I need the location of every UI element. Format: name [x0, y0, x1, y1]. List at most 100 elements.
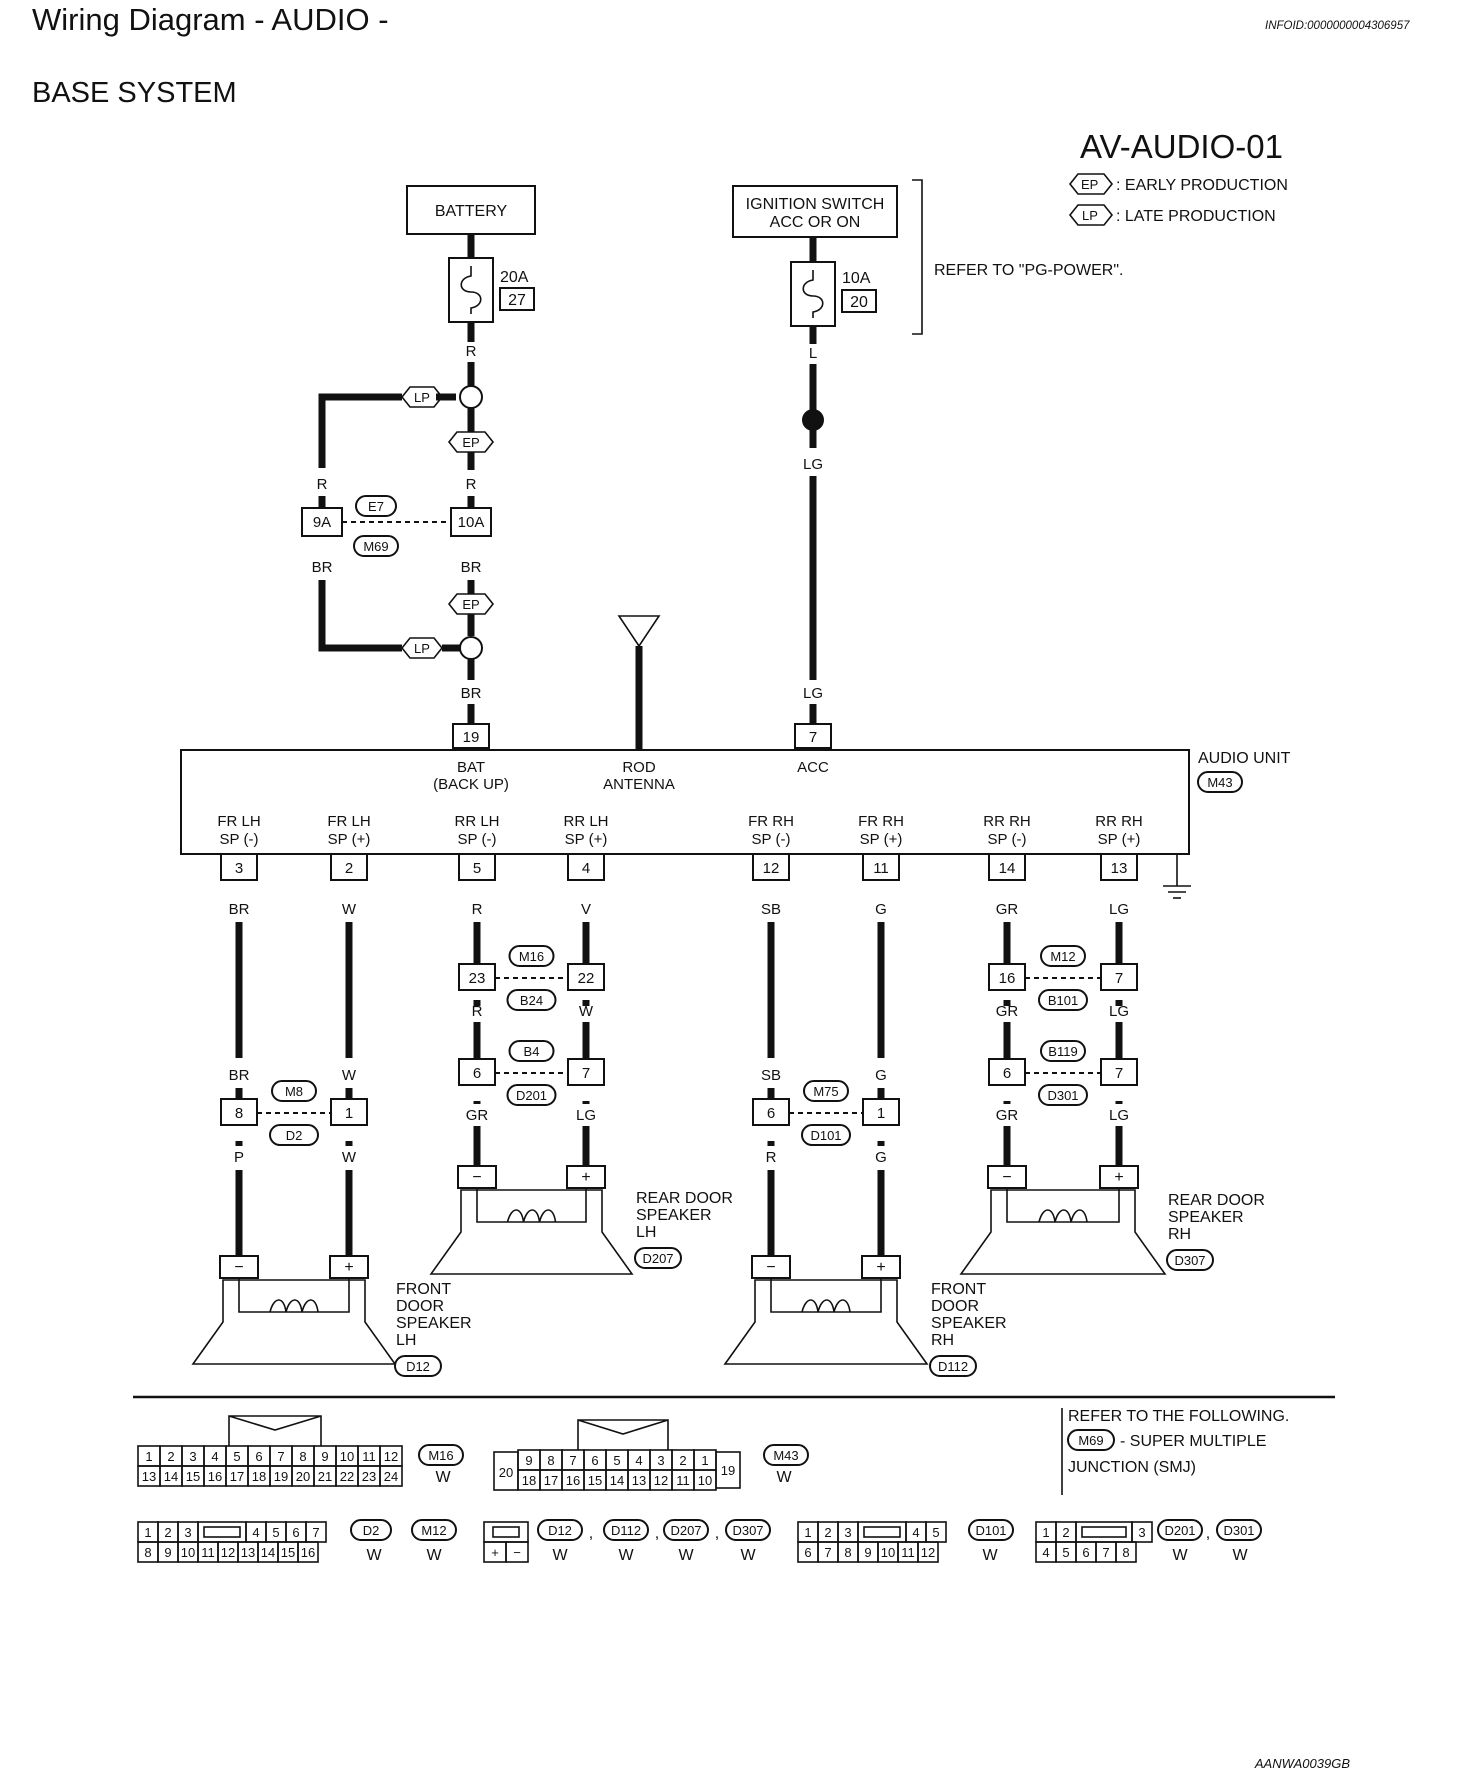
- conn-e7: [355, 495, 397, 517]
- conn-label: M43: [1207, 775, 1232, 790]
- speaker-label: FRONT: [931, 1281, 986, 1298]
- connector-id-label: M43: [773, 1448, 798, 1463]
- connector-id: [418, 1444, 464, 1466]
- pin-label: 7: [809, 729, 817, 746]
- wire-color: R: [466, 476, 477, 493]
- unit-label: FR RH: [858, 813, 904, 830]
- cell-label: 10: [881, 1545, 895, 1560]
- connector-id: [801, 1124, 851, 1146]
- cell-label: 19: [721, 1463, 735, 1478]
- connector-id-label: M16: [428, 1448, 453, 1463]
- connector-cell: [483, 1521, 529, 1543]
- wire-color: V: [581, 901, 591, 918]
- cell-label: 6: [1082, 1545, 1089, 1560]
- unit-label: SP (-): [458, 831, 497, 848]
- battery-fuse-number: 27: [508, 292, 526, 309]
- wire-color: R: [466, 343, 477, 360]
- connector-id: [271, 1080, 317, 1102]
- wire-color: GR: [466, 1107, 489, 1124]
- unit-label: RR RH: [983, 813, 1031, 830]
- unit-label: RR LH: [454, 813, 499, 830]
- connector-id-label: D101: [975, 1523, 1006, 1538]
- ignition-fuse-rating: 10A: [842, 270, 871, 287]
- pin-label: 19: [463, 729, 480, 746]
- pin-label: 6: [767, 1105, 775, 1122]
- wire-color: G: [875, 1067, 887, 1084]
- connector-id: [350, 1519, 392, 1541]
- pin-label: 12: [763, 860, 780, 877]
- lp-tag: [400, 386, 444, 408]
- speaker-label: LH: [396, 1332, 416, 1349]
- speaker-inner: [770, 1278, 882, 1313]
- cell-label: 3: [184, 1525, 191, 1540]
- cell-label: 7: [1102, 1545, 1109, 1560]
- pin-box: [458, 1058, 496, 1086]
- antenna-icon: [617, 615, 661, 648]
- connector-lock: [228, 1415, 322, 1446]
- audio-pin-19: [452, 723, 490, 749]
- cell-label: 12: [384, 1449, 398, 1464]
- speaker-label: FRONT: [396, 1281, 451, 1298]
- pin-label: 7: [1115, 1065, 1123, 1082]
- pin-label: 23: [469, 970, 486, 987]
- connector-id: [634, 1247, 682, 1269]
- cell-label: 1: [145, 1449, 152, 1464]
- audio-unit-name: AUDIO UNIT: [1198, 750, 1291, 767]
- connector-id-label: D12: [406, 1359, 430, 1374]
- cell-label: 13: [142, 1469, 156, 1484]
- pin-box: [220, 1098, 258, 1126]
- connector-id-label: B119: [1048, 1044, 1077, 1059]
- battery-box: [406, 185, 536, 235]
- ignition-label-2: ACC OR ON: [770, 214, 861, 231]
- unit-label: FR LH: [327, 813, 370, 830]
- cell-label: 22: [340, 1469, 354, 1484]
- refer-line-2: - SUPER MULTIPLE: [1120, 1433, 1266, 1450]
- cell-label: 9: [164, 1545, 171, 1560]
- connector-id-label: D101: [810, 1128, 841, 1143]
- cell-label: 3: [1138, 1525, 1145, 1540]
- cell-label: 19: [274, 1469, 288, 1484]
- unit-label: SP (+): [565, 831, 608, 848]
- refer-line-3: JUNCTION (SMJ): [1068, 1459, 1196, 1476]
- connector-color: W: [1232, 1547, 1248, 1564]
- connector-id-label: B24: [520, 993, 543, 1008]
- connector-color: W: [982, 1547, 998, 1564]
- connector-lock: [863, 1526, 901, 1538]
- connector-color: W: [776, 1469, 792, 1486]
- connector-lock: [577, 1419, 669, 1450]
- unit-label: ANTENNA: [603, 776, 675, 793]
- pin-box: [1100, 1058, 1138, 1086]
- cell-label: 7: [312, 1525, 319, 1540]
- pin-label: 14: [999, 860, 1016, 877]
- speaker-inner: [238, 1278, 350, 1313]
- wire-color: W: [579, 1003, 594, 1020]
- pin-box: [567, 853, 605, 881]
- conn-label: E7: [368, 499, 384, 514]
- cell-label: 13: [632, 1473, 646, 1488]
- cell-label: 8: [144, 1545, 151, 1560]
- cell-label: 12: [921, 1545, 935, 1560]
- connector-lock: [492, 1526, 520, 1538]
- wire-color: L: [809, 345, 817, 362]
- info-id: INFOID:0000000004306957: [1265, 20, 1410, 32]
- pin-label: 4: [582, 860, 590, 877]
- coil-icon: [269, 1299, 319, 1313]
- cell-label: 23: [362, 1469, 376, 1484]
- cell-label: 2: [824, 1525, 831, 1540]
- connector-id-label: M16: [519, 949, 544, 964]
- conn-label: M69: [1078, 1433, 1103, 1448]
- cell-label: 10: [181, 1545, 195, 1560]
- unit-label: SP (-): [220, 831, 259, 848]
- wire-color: BR: [461, 685, 482, 702]
- cell-label: 5: [233, 1449, 240, 1464]
- cell-label: 18: [252, 1469, 266, 1484]
- connector-cell: [297, 1541, 319, 1563]
- pin-label: 13: [1111, 860, 1128, 877]
- unit-label: SP (-): [988, 831, 1027, 848]
- pin-box: [567, 1058, 605, 1086]
- conn-label: M69: [363, 539, 388, 554]
- pin-label: 6: [473, 1065, 481, 1082]
